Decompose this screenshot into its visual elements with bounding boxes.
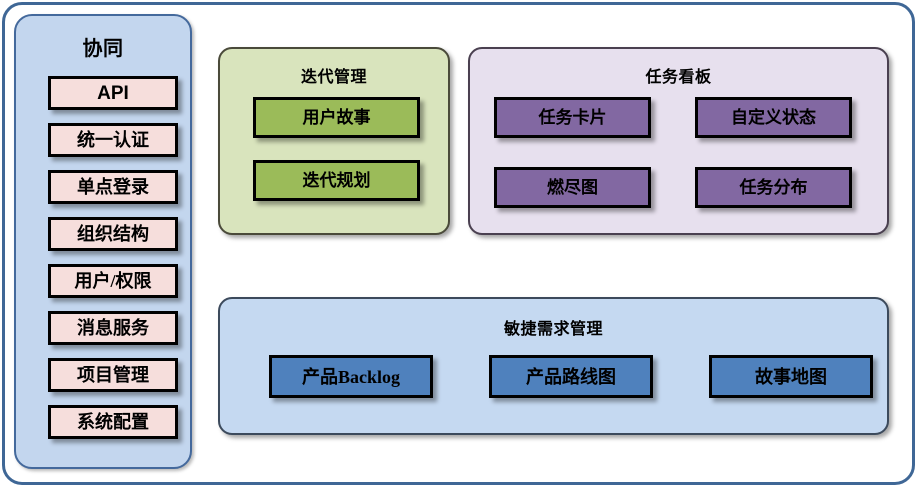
collab-item-single-sign-on[interactable]: 单点登录 xyxy=(48,170,178,204)
collab-item-message-service[interactable]: 消息服务 xyxy=(48,311,178,345)
collab-item-api[interactable]: API xyxy=(48,76,178,110)
taskboard-item-custom-status[interactable]: 自定义状态 xyxy=(695,97,852,138)
collab-item-user-permission[interactable]: 用户/权限 xyxy=(48,264,178,298)
taskboard-item-task-card[interactable]: 任务卡片 xyxy=(494,97,651,138)
agile-item-product-backlog[interactable]: 产品Backlog xyxy=(269,355,433,398)
panel-task-board[interactable]: 任务看板 任务卡片 自定义状态 燃尽图 任务分布 xyxy=(468,47,889,235)
taskboard-item-burndown-chart[interactable]: 燃尽图 xyxy=(494,167,651,208)
panel-collaboration-title: 协同 xyxy=(82,38,124,60)
agile-item-story-map[interactable]: 故事地图 xyxy=(709,355,873,398)
collab-item-system-config[interactable]: 系统配置 xyxy=(48,405,178,439)
panel-agile-requirements-title: 敏捷需求管理 xyxy=(503,321,603,338)
panel-iteration-title: 迭代管理 xyxy=(300,69,367,86)
panel-task-board-title: 任务看板 xyxy=(645,69,712,86)
panel-agile-requirements[interactable]: 敏捷需求管理 产品Backlog 产品路线图 故事地图 xyxy=(218,297,889,435)
iteration-item-iteration-planning[interactable]: 迭代规划 xyxy=(253,160,420,201)
collab-item-unified-auth[interactable]: 统一认证 xyxy=(48,123,178,157)
agile-item-product-roadmap[interactable]: 产品路线图 xyxy=(489,355,653,398)
taskboard-item-task-distribution[interactable]: 任务分布 xyxy=(695,167,852,208)
iteration-item-user-story[interactable]: 用户故事 xyxy=(253,97,420,138)
collab-item-project-management[interactable]: 项目管理 xyxy=(48,358,178,392)
panel-collaboration[interactable]: 协同 API 统一认证 单点登录 组织结构 用户/权限 消息服务 项目管理 系统… xyxy=(14,14,192,469)
panel-iteration-management[interactable]: 迭代管理 用户故事 迭代规划 xyxy=(218,47,450,235)
collab-item-org-structure[interactable]: 组织结构 xyxy=(48,217,178,251)
